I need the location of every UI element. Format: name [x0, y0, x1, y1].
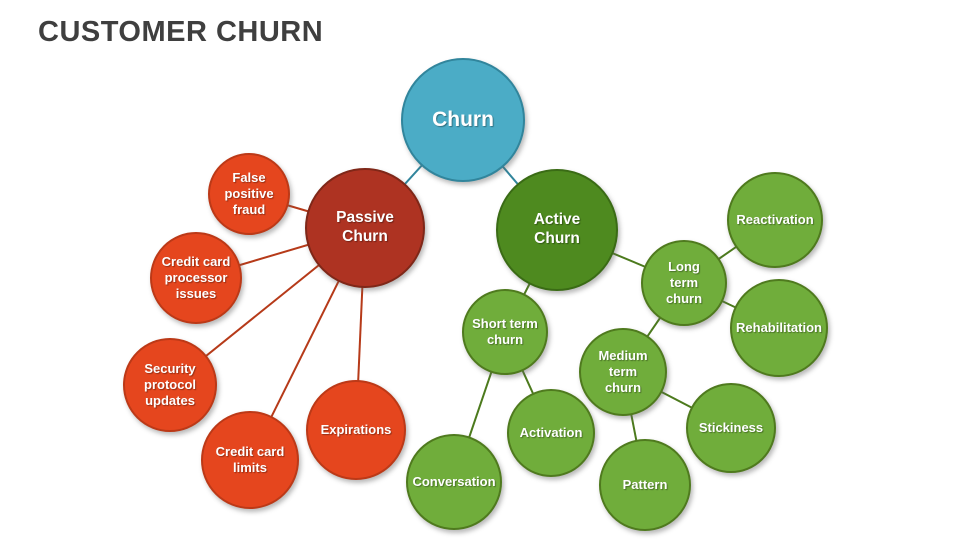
- node-rehabilitation: Rehabilitation: [730, 279, 828, 377]
- node-conversation: Conversation: [406, 434, 502, 530]
- page-title: CUSTOMER CHURN: [38, 16, 324, 48]
- node-conversation-label: Conversation: [412, 474, 496, 490]
- node-false-positive-fraud: False positive fraud: [208, 153, 290, 235]
- node-churn: Churn: [401, 58, 525, 182]
- node-passive-churn-label: Passive Churn: [336, 209, 394, 245]
- node-security-protocol-updates: Security protocol updates: [123, 338, 217, 432]
- node-expirations-label: Expirations: [320, 422, 392, 438]
- node-active-churn-label: Active Churn: [533, 211, 581, 247]
- node-short-term-churn-label: Short term churn: [472, 316, 538, 347]
- node-credit-card-processor-issues-label: Credit card processor issues: [161, 254, 231, 301]
- node-false-positive-fraud-label: False positive fraud: [224, 170, 274, 217]
- node-passive-churn: Passive Churn: [305, 168, 425, 288]
- node-expirations: Expirations: [306, 380, 406, 480]
- node-short-term-churn: Short term churn: [462, 289, 548, 375]
- node-active-churn: Active Churn: [496, 169, 618, 291]
- node-credit-card-limits-label: Credit card limits: [215, 444, 285, 475]
- node-activation-label: Activation: [519, 425, 583, 441]
- node-pattern: Pattern: [599, 439, 691, 531]
- node-stickiness: Stickiness: [686, 383, 776, 473]
- node-medium-term-churn: Medium term churn: [579, 328, 667, 416]
- node-security-protocol-updates-label: Security protocol updates: [144, 361, 196, 408]
- node-pattern-label: Pattern: [622, 477, 668, 493]
- node-churn-label: Churn: [432, 108, 494, 132]
- node-long-term-churn: Long term churn: [641, 240, 727, 326]
- node-reactivation-label: Reactivation: [736, 212, 814, 228]
- node-long-term-churn-label: Long term churn: [665, 259, 703, 306]
- node-activation: Activation: [507, 389, 595, 477]
- node-reactivation: Reactivation: [727, 172, 823, 268]
- node-credit-card-limits: Credit card limits: [201, 411, 299, 509]
- node-rehabilitation-label: Rehabilitation: [736, 320, 822, 336]
- node-stickiness-label: Stickiness: [698, 420, 764, 436]
- node-credit-card-processor-issues: Credit card processor issues: [150, 232, 242, 324]
- node-medium-term-churn-label: Medium term churn: [598, 348, 648, 395]
